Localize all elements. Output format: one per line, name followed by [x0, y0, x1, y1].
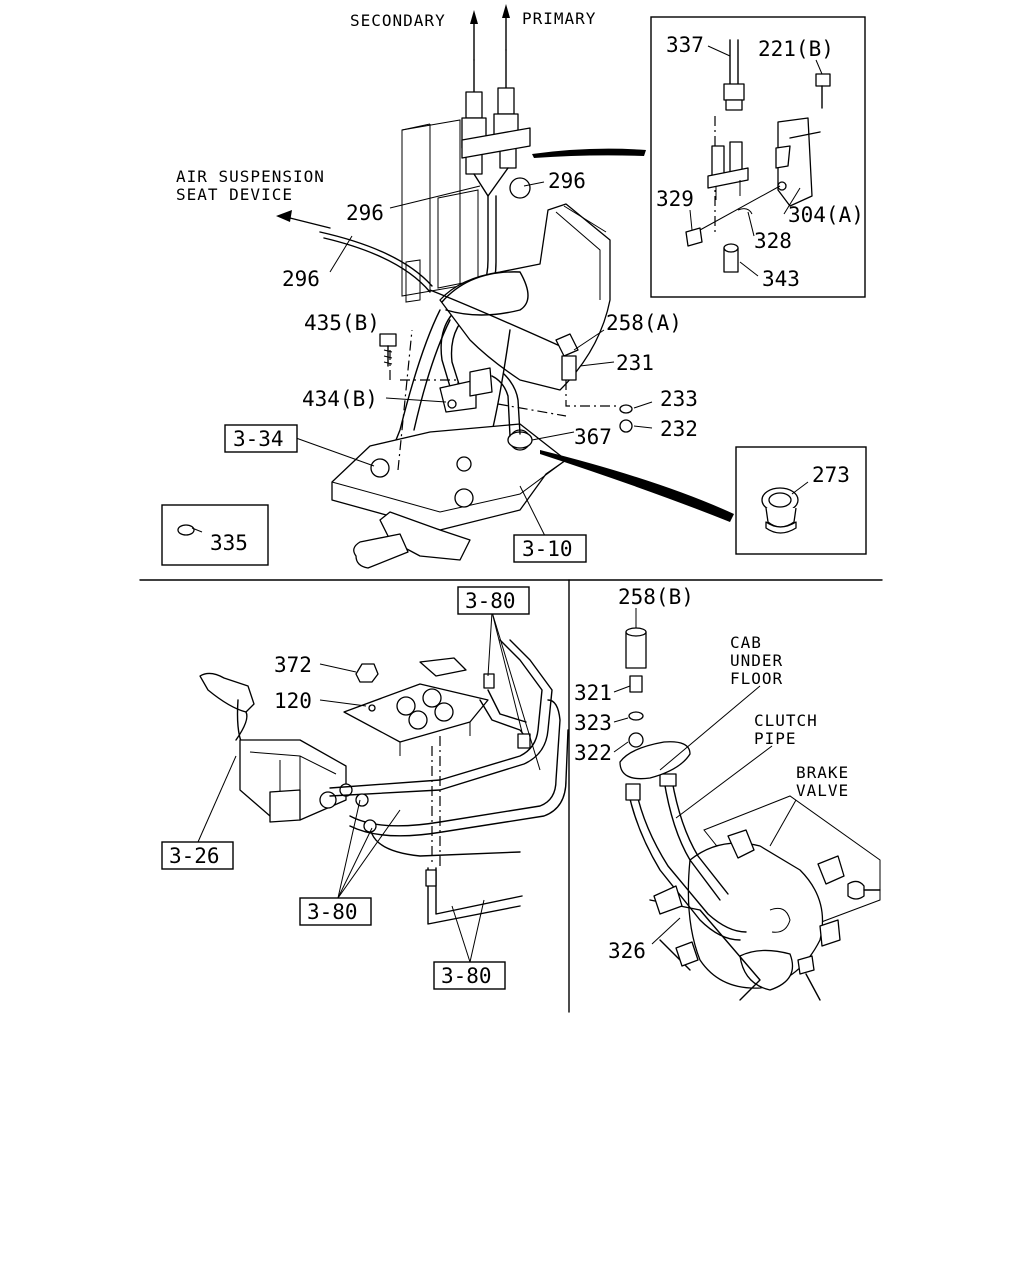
fitting-367: [491, 373, 533, 449]
detail-box-sensor-mount: [650, 16, 866, 298]
part-label-323: 323: [574, 711, 612, 735]
part-label-372: 372: [274, 653, 312, 677]
detail-box-oring: [161, 504, 269, 566]
ref-3-26[interactable]: 3-26: [169, 844, 220, 868]
clip-434b: [439, 367, 493, 413]
ref-3-80-bottom[interactable]: 3-80: [441, 964, 492, 988]
detail-273-pointer: [540, 450, 734, 522]
ref-3-34[interactable]: 3-34: [233, 427, 284, 451]
control-cable: [429, 289, 561, 347]
air-suspension-hose: [319, 231, 433, 287]
leader-lines: [191, 45, 823, 963]
air-suspension-note-line2: SEAT DEVICE: [176, 185, 293, 204]
part-label-337: 337: [666, 33, 704, 57]
part-label-367: 367: [574, 425, 612, 449]
air-suspension-note-line1: AIR SUSPENSION: [176, 167, 325, 186]
part-label-434b: 434(B): [302, 387, 378, 411]
cab-note-line2: UNDER: [730, 651, 783, 670]
cab-floor-opening: [619, 741, 691, 780]
clutch-and-brake-pipes: [625, 773, 761, 1001]
part-label-258b: 258(B): [618, 585, 694, 609]
part-label-322: 322: [574, 741, 612, 765]
ref-3-80-top[interactable]: 3-80: [465, 589, 516, 613]
part-label-321: 321: [574, 681, 612, 705]
secondary-arrow: [470, 10, 478, 61]
part-label-120: 120: [274, 689, 312, 713]
cable-fitting-258a: [555, 333, 579, 381]
bolt-435b: [379, 333, 397, 367]
part-label-328: 328: [754, 229, 792, 253]
grommet-273: [761, 487, 799, 534]
valve-unit: [199, 672, 353, 823]
cab-note-line3: FLOOR: [730, 669, 783, 688]
part-label-296-mid: 296: [346, 201, 384, 225]
ref-box-3-80-mid: [299, 897, 372, 926]
part-label-273: 273: [812, 463, 850, 487]
detail-box-grommet: [735, 446, 867, 555]
part-label-326: 326: [608, 939, 646, 963]
secondary-label: SECONDARY: [350, 11, 446, 30]
part-label-296-top: 296: [548, 169, 586, 193]
oring-335: [177, 524, 195, 536]
base-plate: [331, 423, 567, 569]
nut-372: [355, 663, 379, 683]
ref-box-3-80-top: [457, 586, 530, 615]
part-label-304a: 304(A): [788, 203, 864, 227]
brake-valve-assembly: [687, 795, 881, 1001]
part-label-233: 233: [660, 387, 698, 411]
ref-3-10[interactable]: 3-10: [522, 537, 573, 561]
bottom-left-pipes: [329, 639, 569, 925]
part-label-232: 232: [660, 417, 698, 441]
ref-box-3-26: [161, 841, 234, 870]
part-label-335: 335: [210, 531, 248, 555]
primary-label: PRIMARY: [522, 9, 596, 28]
part-label-258a: 258(A): [606, 311, 682, 335]
part-label-231: 231: [616, 351, 654, 375]
detail-sensor-parts: [685, 39, 831, 273]
clutch-note-line1: CLUTCH: [754, 711, 818, 730]
nut-232: [619, 419, 633, 433]
air-suspension-arrow: [276, 210, 331, 229]
washer-233: [619, 404, 633, 414]
clutch-note-line2: PIPE: [754, 729, 797, 748]
part-label-221b: 221(B): [758, 37, 834, 61]
ref-box-3-10: [513, 534, 587, 563]
part-label-435b: 435(B): [304, 311, 380, 335]
part-label-343: 343: [762, 267, 800, 291]
primary-arrow: [502, 4, 510, 51]
ref-box-3-80-bottom: [433, 961, 506, 990]
ref-3-80-mid[interactable]: 3-80: [307, 900, 358, 924]
part-label-329: 329: [656, 187, 694, 211]
detail-box-pointer: [532, 148, 646, 158]
fitting-stack-258b: [625, 627, 647, 748]
cab-note-line1: CAB: [730, 633, 762, 652]
ref-box-3-34: [224, 424, 298, 453]
brake-note-line1: BRAKE: [796, 763, 849, 782]
part-label-296-bottom: 296: [282, 267, 320, 291]
brake-note-line2: VALVE: [796, 781, 849, 800]
valve-block-120: [343, 657, 489, 756]
